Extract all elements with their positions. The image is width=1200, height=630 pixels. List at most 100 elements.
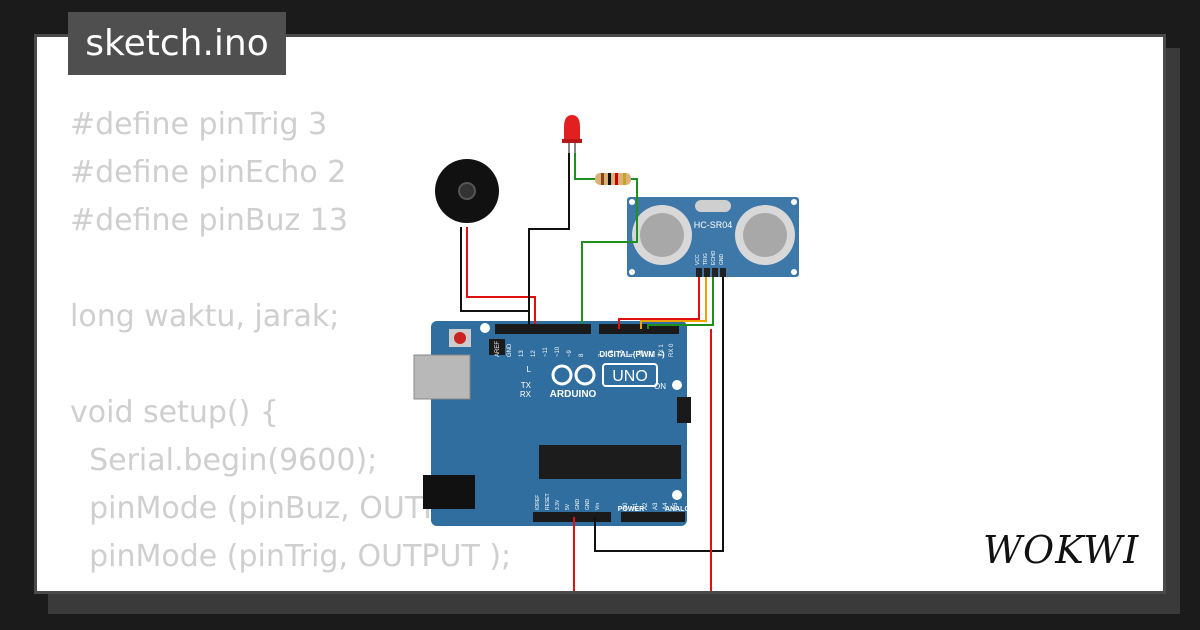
tx-label: TX bbox=[521, 381, 532, 390]
sensor-pin[interactable] bbox=[712, 268, 718, 277]
sensor-pin-label: GND bbox=[719, 254, 725, 266]
wire-sensor-trig[interactable] bbox=[640, 277, 707, 329]
model-label: UNO bbox=[612, 368, 648, 385]
wire-led-resistor[interactable] bbox=[574, 153, 595, 180]
wire-sensor-gnd[interactable] bbox=[594, 277, 724, 552]
wire-led-gnd[interactable] bbox=[528, 153, 570, 324]
digital-pin-label: 8 bbox=[579, 353, 585, 357]
sensor-hole bbox=[629, 269, 635, 275]
analog-header bbox=[621, 512, 685, 522]
model-badge bbox=[602, 363, 658, 387]
resistor-band bbox=[608, 173, 611, 185]
analog-pin-label: A2 bbox=[643, 502, 649, 510]
sensor-model-label: HC-SR04 bbox=[694, 220, 733, 230]
digital-header-right bbox=[599, 324, 679, 334]
code-line: #define pinEcho 2 bbox=[70, 155, 347, 190]
power-pin-label: GND bbox=[585, 499, 591, 511]
power-jack bbox=[423, 475, 475, 509]
analog-pin-label: A5 bbox=[673, 502, 679, 510]
digital-pin-label: ~9 bbox=[567, 349, 573, 357]
icsp-header bbox=[489, 339, 505, 355]
digital-pin-label: ~6 bbox=[609, 349, 615, 357]
code-line: long waktu, jarak; bbox=[70, 299, 340, 334]
sensor-pin[interactable] bbox=[704, 268, 710, 277]
code-line: Serial.begin(9600); bbox=[70, 443, 378, 478]
digital-pin-label: 12 bbox=[531, 350, 537, 357]
power-label: POWER bbox=[618, 506, 644, 513]
buzzer[interactable] bbox=[435, 159, 499, 223]
digital-pin-label: ~10 bbox=[555, 346, 561, 357]
logo-loop bbox=[551, 364, 573, 386]
transducer-mesh bbox=[640, 213, 684, 257]
power-pin-label: 5V bbox=[565, 503, 571, 510]
microcontroller-chip bbox=[539, 445, 681, 479]
arduino-board[interactable]: ARDUINO UNO DIGITAL (PWM ~) POWER ANALOG… bbox=[413, 321, 704, 526]
wires[interactable] bbox=[460, 153, 724, 594]
sensor-hole bbox=[791, 269, 797, 275]
transducer-mesh bbox=[743, 213, 787, 257]
digital-header-left bbox=[495, 324, 591, 334]
power-pin-label: 3.3V bbox=[555, 499, 561, 510]
digital-pin-label: ~5 bbox=[619, 349, 625, 357]
preview-card[interactable]: #define pinTrig 3#define pinEcho 2#defin… bbox=[34, 34, 1166, 594]
power-pin-label: RESET bbox=[545, 493, 551, 510]
led-bulb bbox=[564, 115, 580, 141]
sensor-pin-label: ECHO bbox=[711, 250, 717, 265]
wire-resistor-9[interactable] bbox=[581, 178, 638, 324]
led-rim bbox=[562, 139, 582, 143]
brand-label: ARDUINO bbox=[550, 389, 597, 400]
power-pin-label: GND bbox=[575, 499, 581, 511]
digital-pin-label: 4 bbox=[629, 353, 635, 357]
logo-text: WOKWI bbox=[983, 528, 1139, 572]
resistor-band bbox=[601, 173, 604, 185]
code-line: #define pinTrig 3 bbox=[70, 107, 328, 142]
sensor-hole bbox=[629, 199, 635, 205]
analog-pin-label: A1 bbox=[633, 502, 639, 510]
digital-pin-label: GND bbox=[507, 343, 513, 357]
resistor-band bbox=[623, 173, 626, 185]
board-hole bbox=[480, 323, 490, 333]
wire-sensor-vcc[interactable] bbox=[618, 277, 700, 329]
sensor-pin[interactable] bbox=[720, 268, 726, 277]
sensor-pin-label: VCC bbox=[695, 254, 701, 265]
buzzer-hole bbox=[458, 182, 476, 200]
analog-label: ANALOG IN bbox=[665, 506, 704, 513]
digital-pin-label: ~3 bbox=[639, 349, 645, 357]
code-line: pinMode (pinTrig, OUTPUT ); bbox=[70, 539, 512, 574]
board-hole bbox=[672, 380, 682, 390]
power-pin-label: Vin bbox=[595, 503, 601, 510]
wire-buzzer-13[interactable] bbox=[466, 227, 536, 324]
code-line: void setup() { bbox=[70, 395, 279, 430]
resistor-band bbox=[615, 173, 618, 185]
digital-pin-label: TX 1 bbox=[659, 344, 665, 357]
code-preview: #define pinTrig 3#define pinEcho 2#defin… bbox=[70, 101, 513, 591]
logo-loop bbox=[574, 364, 596, 386]
l-label: L bbox=[527, 365, 532, 374]
analog-pin-label: A3 bbox=[653, 502, 659, 510]
sensor-pin[interactable] bbox=[696, 268, 702, 277]
sensor-hole bbox=[791, 199, 797, 205]
power-header bbox=[533, 512, 611, 522]
sensor-crystal bbox=[695, 200, 731, 212]
wire-sensor-echo[interactable] bbox=[647, 277, 714, 329]
file-tab[interactable]: sketch.ino bbox=[68, 12, 286, 75]
code-line: pinMode (pinEcho, INPUT ); bbox=[70, 581, 513, 591]
wire-buzzer-gnd[interactable] bbox=[460, 227, 530, 324]
wokwi-logo: WOKWI bbox=[983, 528, 1139, 572]
sensor-pin-label: TRIG bbox=[703, 253, 709, 265]
power-pin-label: IOREF bbox=[535, 495, 541, 510]
resistor[interactable] bbox=[582, 173, 637, 185]
digital-pin-label: 13 bbox=[519, 350, 525, 357]
analog-pin-label: A4 bbox=[663, 502, 669, 510]
digital-label: DIGITAL (PWM ~) bbox=[599, 350, 665, 359]
digital-pin-label: 2 bbox=[649, 353, 655, 357]
icsp-header-2 bbox=[677, 397, 691, 423]
board-hole bbox=[672, 490, 682, 500]
digital-pin-label: RX 0 bbox=[669, 343, 675, 357]
led[interactable] bbox=[562, 115, 582, 153]
usb-port bbox=[413, 354, 471, 400]
digital-pin-label: AREF bbox=[495, 341, 501, 357]
analog-pin-label: A0 bbox=[623, 502, 629, 510]
